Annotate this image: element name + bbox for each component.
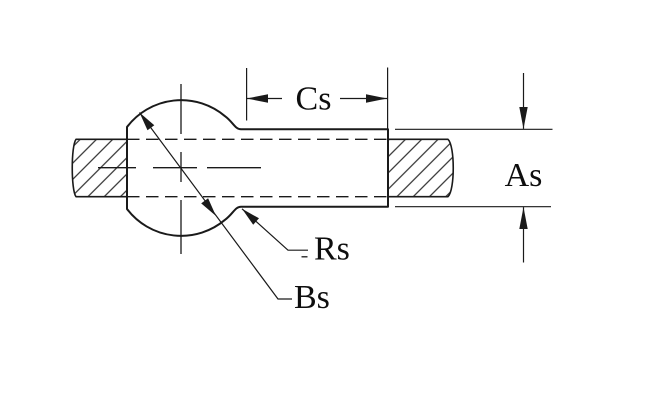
label-cs: Cs xyxy=(296,81,332,118)
cs-extension-lines xyxy=(246,67,389,130)
hidden-bore-lines xyxy=(127,138,388,198)
right-shaft-section xyxy=(387,138,455,198)
label-bs: Bs xyxy=(294,279,330,316)
label-rs: Rs xyxy=(314,231,350,268)
dimension-as: As xyxy=(395,73,553,263)
leader-bs: Bs xyxy=(139,112,330,316)
bs-leader-line xyxy=(139,112,292,300)
as-extension-lines xyxy=(395,128,553,208)
rs-arrowhead-icon xyxy=(242,208,259,225)
label-as: As xyxy=(505,157,543,194)
leader-rs: Rs xyxy=(241,208,350,268)
dimension-cs: Cs xyxy=(246,67,389,130)
rs-leader-line xyxy=(241,208,308,251)
bs-arrowhead-icon xyxy=(139,112,216,216)
